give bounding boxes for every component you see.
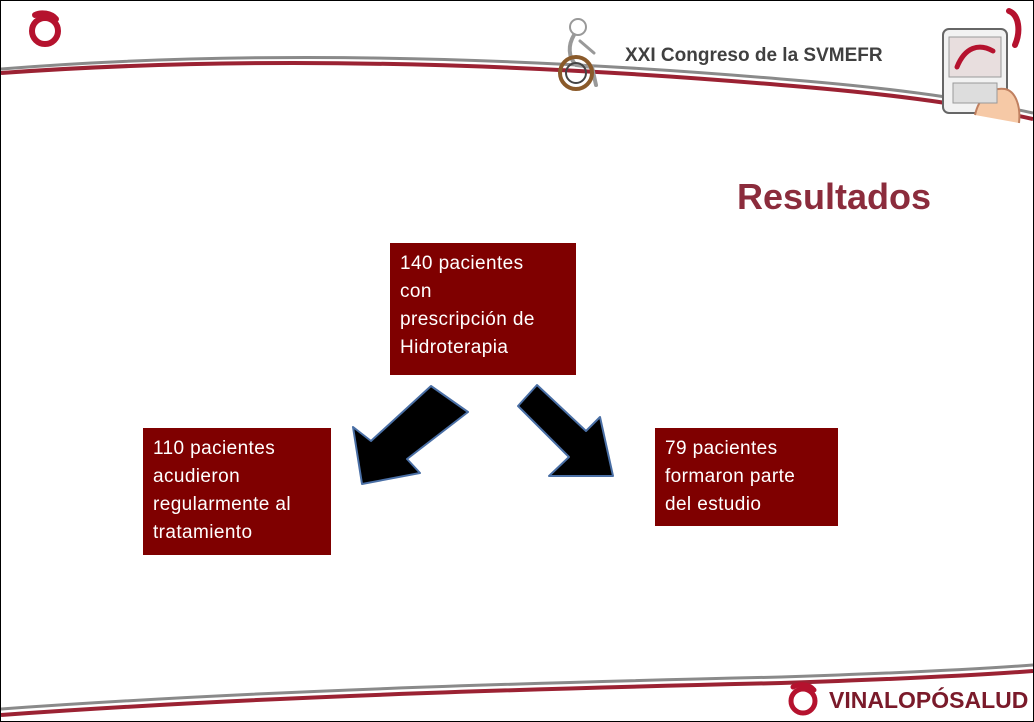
box-study: 79 pacientes formaron parte del estudio xyxy=(655,428,838,526)
box-line: tratamiento xyxy=(153,522,253,543)
arrow-down-left xyxy=(352,385,469,485)
footer-brand-text: VINALOPÓSALUD xyxy=(829,687,1029,713)
congress-title: XXI Congreso de la SVMEFR xyxy=(625,45,883,66)
wheelchair-figure-icon xyxy=(558,18,598,91)
box-attended: 110 pacientes acudieron regularmente al … xyxy=(143,428,331,555)
box-line: 110 pacientes xyxy=(153,438,276,459)
slide-heading: Resultados xyxy=(736,176,931,217)
box-line: 79 pacientes xyxy=(665,438,778,459)
vinalopo-mark-icon xyxy=(29,10,61,47)
box-line: del estudio xyxy=(665,494,762,515)
box-line: formaron parte xyxy=(665,466,796,487)
arrow-down-right xyxy=(517,384,614,477)
box-line: regularmente al xyxy=(153,494,292,515)
box-line: Hidroterapia xyxy=(400,337,509,358)
box-line: con xyxy=(400,281,432,302)
box-line: acudieron xyxy=(153,466,241,487)
box-line: 140 pacientes xyxy=(400,253,524,274)
vinalopo-mark-icon xyxy=(788,682,818,716)
box-line: prescripción de xyxy=(400,309,535,330)
box-prescription: 140 pacientes con prescripción de Hidrot… xyxy=(390,243,576,375)
hand-tablet-icon xyxy=(942,8,1022,124)
